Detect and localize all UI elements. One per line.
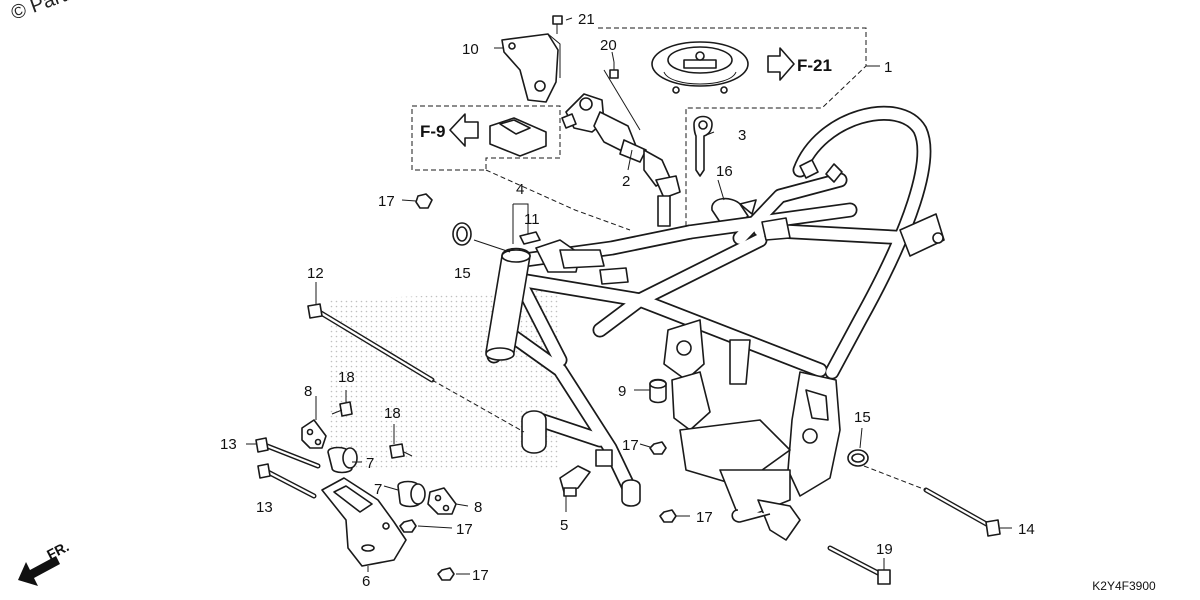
- callout-8-upper: 8: [304, 383, 312, 400]
- callout-18-lower: 18: [384, 405, 401, 422]
- fuel-cap-group-outline: [598, 27, 880, 230]
- callout-13-upper: 13: [220, 436, 237, 453]
- collar-part-9[interactable]: [649, 378, 667, 404]
- callout-18-upper: 18: [338, 369, 355, 386]
- bracket-part-10[interactable]: [501, 33, 561, 103]
- bolt-part-12[interactable]: [307, 303, 525, 433]
- callout-7-upper: 7: [366, 455, 374, 472]
- steering-seal-part-lower[interactable]: [847, 449, 869, 467]
- nut-part-17-a[interactable]: [415, 193, 433, 209]
- callout-8-lower: 8: [474, 499, 482, 516]
- callout-3: 3: [738, 127, 746, 144]
- callout-6: 6: [362, 573, 370, 590]
- right-arrow-icon: [767, 47, 795, 81]
- seat-lock-bracket[interactable]: [489, 117, 547, 157]
- callout-21: 21: [578, 11, 595, 28]
- callout-17-c: 17: [696, 509, 713, 526]
- callout-19: 19: [876, 541, 893, 558]
- reference-f9-label: F-9: [420, 122, 446, 141]
- hanger-bracket-part-4[interactable]: [512, 203, 541, 245]
- reference-f21: F-21: [767, 47, 832, 81]
- front-label: FR.: [44, 538, 71, 562]
- ignition-switch-part[interactable]: [561, 93, 681, 227]
- bracket-part-5[interactable]: [559, 465, 591, 497]
- callout-2: 2: [622, 173, 630, 190]
- frame-body-part[interactable]: [485, 105, 945, 541]
- fuel-cap-part[interactable]: [651, 41, 749, 94]
- callout-12: 12: [307, 265, 324, 282]
- ignition-group-outline: [411, 105, 631, 231]
- callout-15-lower: 15: [854, 409, 871, 426]
- bolt-part-14[interactable]: [863, 465, 1001, 537]
- callout-10: 10: [462, 41, 479, 58]
- nut-part-17-c[interactable]: [659, 509, 677, 523]
- reference-f9: F-9: [420, 113, 479, 147]
- front-arrow-icon: [18, 556, 60, 586]
- bolt-part-18-lower[interactable]: [389, 443, 413, 459]
- front-direction: FR.: [18, 538, 71, 586]
- callout-9: 9: [618, 383, 626, 400]
- diagram-code: K2Y4F3900: [1092, 579, 1156, 593]
- key-part[interactable]: [693, 115, 713, 177]
- callout-5: 5: [560, 517, 568, 534]
- collar-part-7-upper[interactable]: [327, 446, 358, 474]
- bolt-part-13-upper[interactable]: [255, 437, 321, 469]
- callout-17-d: 17: [456, 521, 473, 538]
- callout-17-e: 17: [472, 567, 489, 584]
- bolt-part-21[interactable]: [552, 15, 563, 34]
- callout-7-lower: 7: [374, 481, 382, 498]
- reference-f21-label: F-21: [797, 56, 832, 75]
- callout-11: 11: [524, 211, 540, 228]
- nut-part-17-b[interactable]: [649, 441, 667, 455]
- collar-part-7-lower[interactable]: [397, 480, 426, 508]
- plate-part-8-upper[interactable]: [301, 419, 327, 449]
- callout-labels: 1 2 3 4 5 6 7 7 8 8 9 10 11 12 13 13 14 …: [220, 11, 1035, 590]
- callout-13-lower: 13: [256, 499, 273, 516]
- plate-part-8-lower[interactable]: [427, 487, 457, 515]
- engine-hanger-plate-part-6[interactable]: [321, 477, 407, 567]
- watermark-text: © Partz: [8, 0, 78, 25]
- steering-seal-part-upper[interactable]: [452, 222, 472, 246]
- callout-15-upper: 15: [454, 265, 471, 282]
- bolt-part-18-upper[interactable]: [331, 401, 353, 417]
- nut-part-17-e[interactable]: [437, 567, 455, 581]
- callout-17-b: 17: [622, 437, 639, 454]
- callout-4: 4: [516, 181, 524, 198]
- callout-17-a: 17: [378, 193, 395, 210]
- bolt-part-19[interactable]: [827, 545, 891, 585]
- callout-20: 20: [600, 37, 617, 54]
- callout-16: 16: [716, 163, 733, 180]
- bolt-part-13-lower[interactable]: [257, 463, 317, 499]
- leader-lines: [246, 17, 1012, 575]
- left-arrow-icon: [449, 113, 479, 147]
- bolt-part-20[interactable]: [609, 62, 619, 79]
- callout-14: 14: [1018, 521, 1035, 538]
- callout-1: 1: [884, 59, 892, 76]
- nut-part-17-d[interactable]: [399, 519, 417, 533]
